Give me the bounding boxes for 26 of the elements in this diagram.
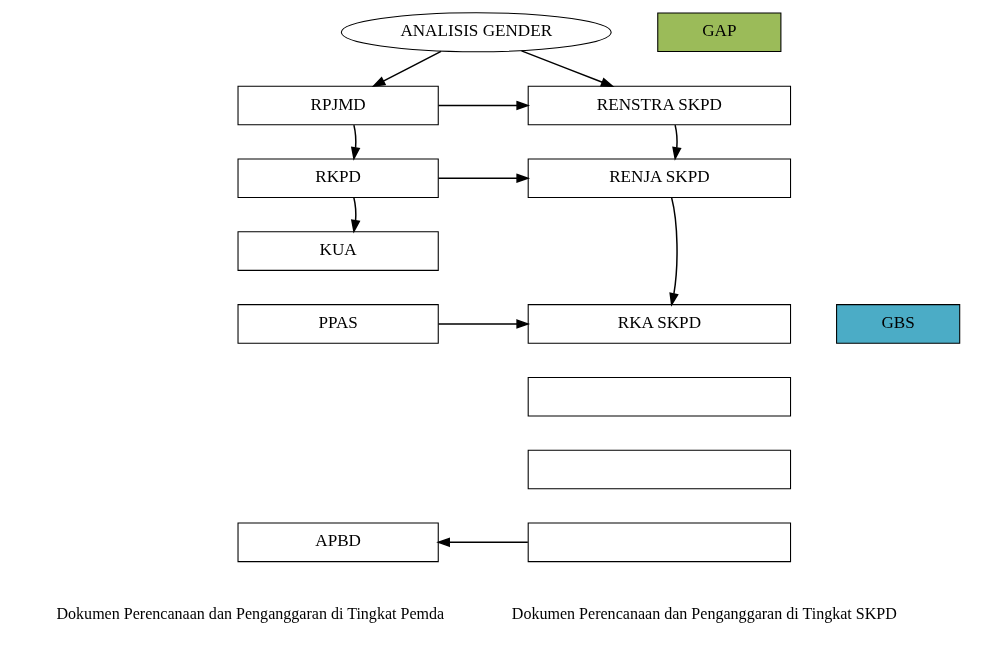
label: Dokumen Perencanaan dan Penganggaran di Tingkat SKPD — [511, 604, 897, 622]
node-box: RENJA SKPD — [527, 158, 791, 199]
arrow — [520, 50, 614, 87]
node-box: RENSTRA SKPD — [527, 85, 791, 126]
arrow — [671, 124, 682, 161]
arrow — [435, 537, 529, 548]
arrow — [350, 124, 360, 161]
arrow — [437, 100, 530, 111]
arrow — [350, 197, 360, 234]
arrow — [668, 197, 679, 307]
arrow — [437, 173, 530, 184]
label: Dokumen Perencanaan dan Penganggaran di Tingkat Pemda — [55, 604, 444, 622]
node-box: RKPD — [237, 158, 439, 199]
node-box: RKA SKPD — [527, 304, 791, 344]
node-box — [527, 376, 791, 417]
node-box — [527, 449, 791, 490]
node-box: GBS — [835, 304, 960, 344]
node-box: APBD — [237, 522, 439, 563]
node-ellipse: ANALISIS GENDER — [340, 12, 612, 53]
node-box: KUA — [237, 231, 439, 271]
node-box: RPJMD — [237, 85, 439, 126]
node-box: PPAS — [237, 304, 439, 344]
arrow — [371, 50, 442, 88]
arrow — [437, 319, 530, 329]
node-box: GAP — [656, 12, 781, 53]
node-box — [527, 522, 791, 563]
